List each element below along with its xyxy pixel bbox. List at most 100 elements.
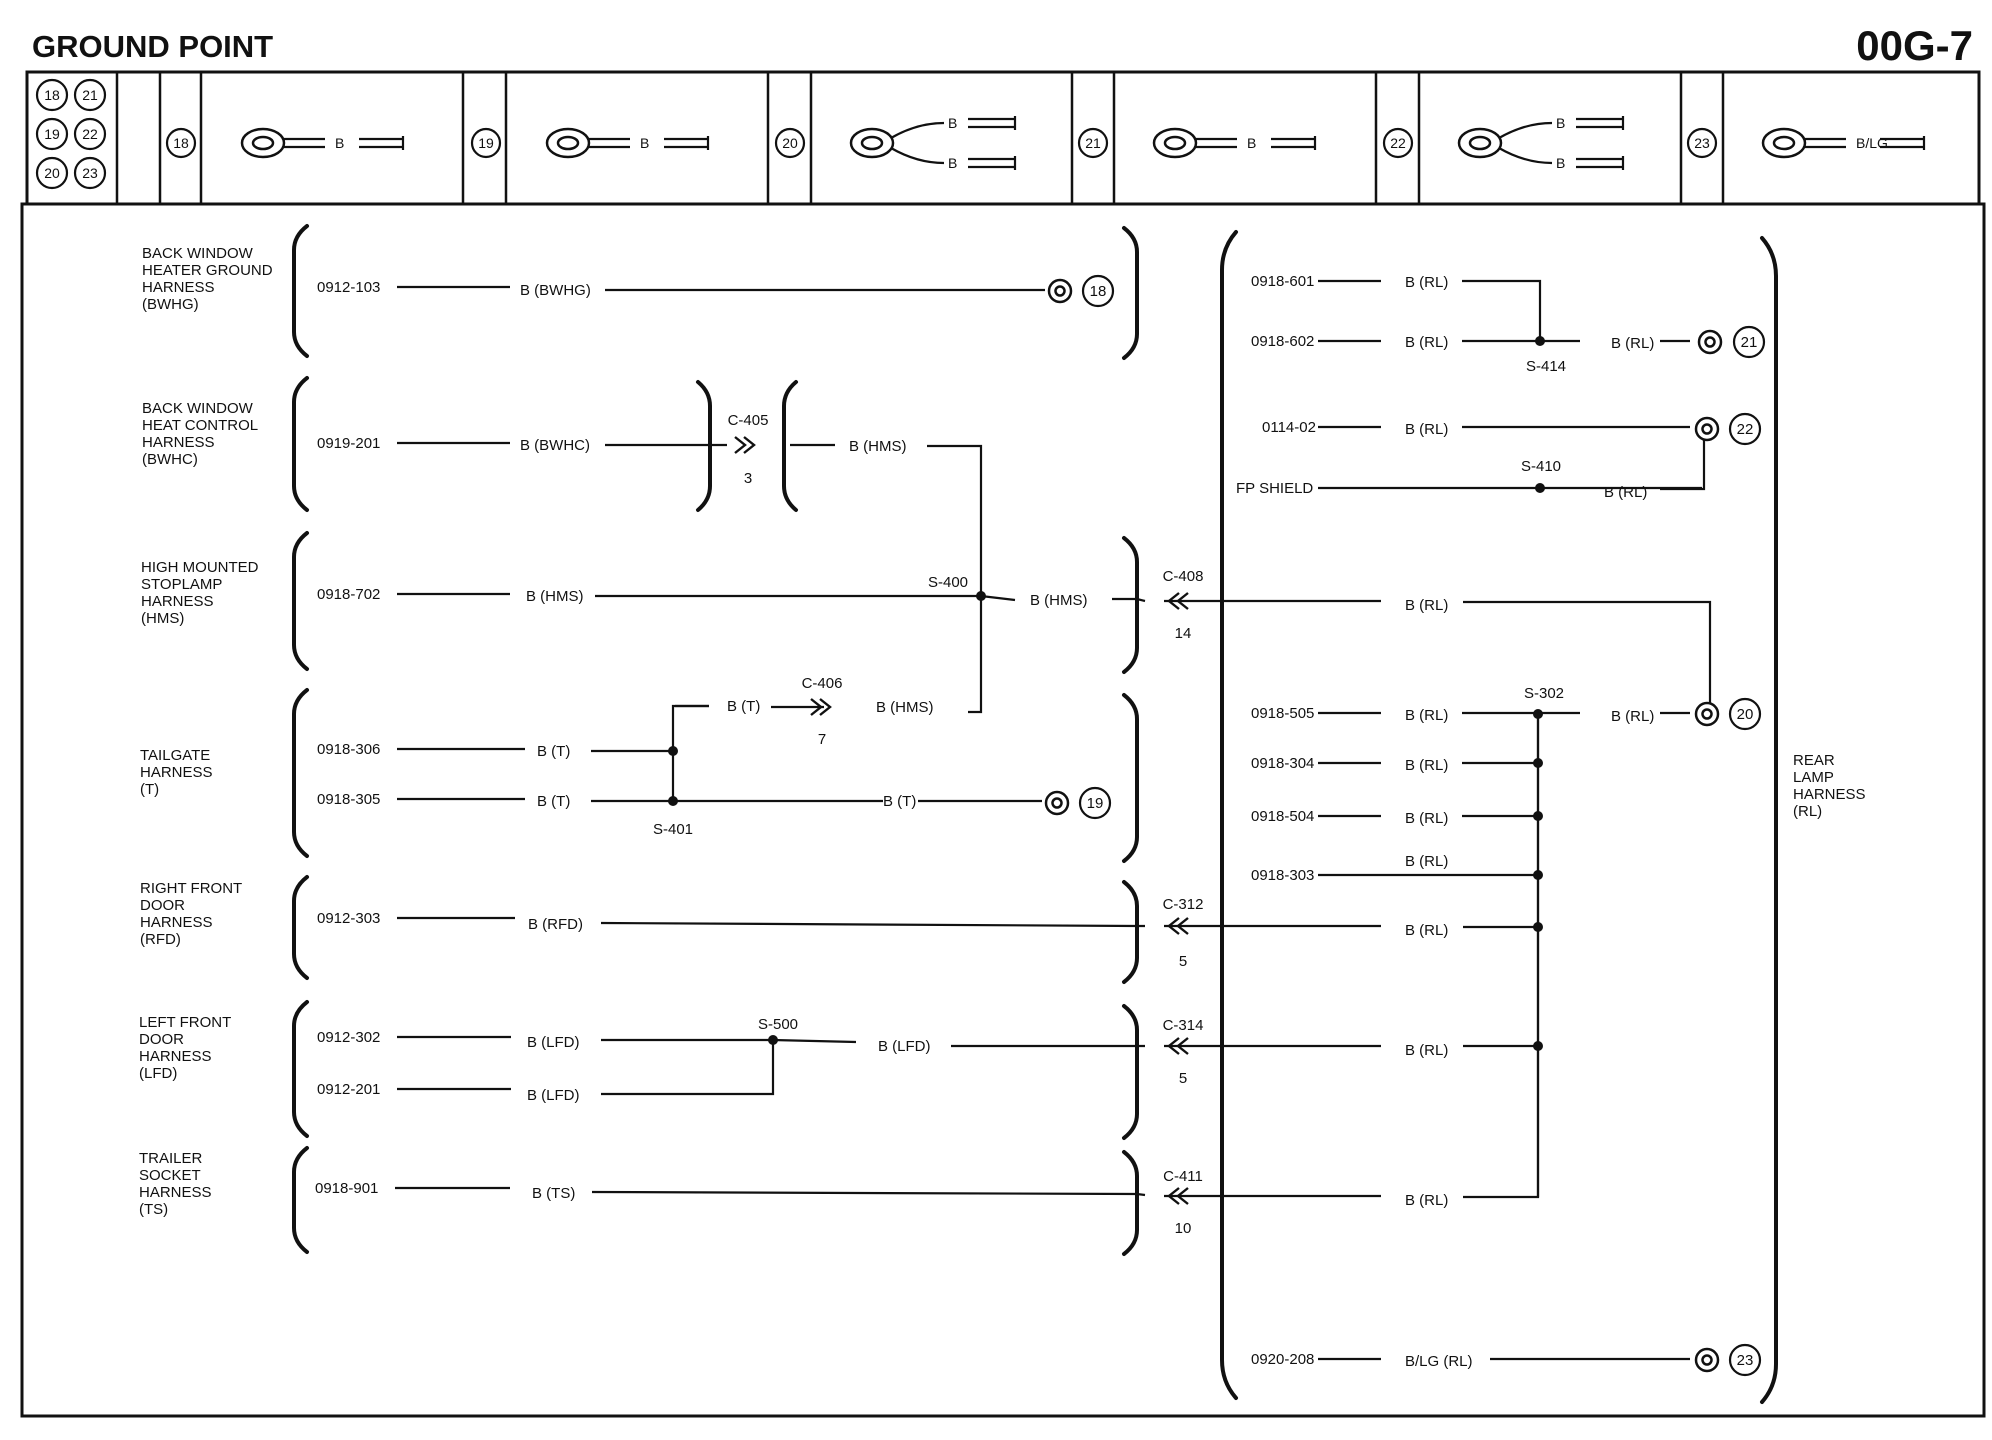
harness-names: BACK WINDOW HEATER GROUND HARNESS (BWHG)… — [139, 245, 1870, 1218]
harness-name-t: TAILGATE HARNESS (T) — [140, 747, 217, 798]
circuit-0918-602: 0918-602 — [1251, 333, 1314, 350]
circuit-0918-505: 0918-505 — [1251, 705, 1314, 722]
wire-label-lfd-302: B (LFD) — [527, 1034, 580, 1051]
circuit-0920-208: 0920-208 — [1251, 1351, 1314, 1368]
wire-label-bwhg: B (BWHG) — [520, 282, 591, 299]
legend-number: 18 — [173, 135, 189, 151]
wire-label-hms-s400: B (HMS) — [1030, 592, 1088, 609]
splice-dot-rl-763 — [1533, 758, 1543, 768]
key-number: 20 — [44, 165, 60, 181]
harness-name-ts: TRAILER SOCKET HARNESS (TS) — [139, 1150, 216, 1218]
splice-s302: S-302 — [1524, 685, 1564, 702]
callout-circle-19 — [1078, 786, 1112, 820]
splice-s401: S-401 — [653, 821, 693, 838]
wire-label-hms-c405: B (HMS) — [849, 438, 907, 455]
bracket-t-right — [1122, 693, 1139, 863]
wire-rl-upper — [1318, 279, 1706, 491]
connector-c312-name: C-312 — [1163, 896, 1204, 913]
c405-mark — [734, 436, 756, 454]
page-code: 00G-7 — [1856, 22, 1973, 69]
splice-dot-rl-927 — [1533, 922, 1543, 932]
legend-cell-19: 19 B — [470, 127, 710, 159]
bracket-t-left — [292, 688, 309, 858]
wire-label-lfd-201: B (LFD) — [527, 1087, 580, 1104]
circuit-fp-shield: FP SHIELD — [1236, 480, 1313, 497]
wire-0918-901 — [395, 714, 1540, 1199]
bracket-ts-left — [292, 1146, 309, 1254]
callout-circle-21 — [1732, 325, 1766, 359]
circuit-0918-504: 0918-504 — [1251, 808, 1314, 825]
ring-terminal-icon — [1457, 116, 1625, 170]
page-title: GROUND POINT — [32, 29, 273, 64]
harness-brackets — [292, 224, 1778, 1404]
circuit-0918-306: 0918-306 — [317, 741, 380, 758]
diagram-frame — [20, 202, 1986, 1418]
wire-label-t-305: B (T) — [537, 793, 570, 810]
splice-dot-rl-875 — [1533, 870, 1543, 880]
c411-mark — [1167, 1187, 1189, 1205]
bracket-bwhg-right — [1122, 226, 1139, 360]
circuit-0918-305: 0918-305 — [317, 791, 380, 808]
legend-number: 22 — [1390, 135, 1406, 151]
wire-label-rl-303: B (RL) — [1405, 853, 1448, 870]
harness-name-rl: REAR LAMP HARNESS (RL) — [1793, 752, 1870, 820]
key-callout-21: 21 — [73, 78, 107, 112]
ground-number-22: 22 — [1737, 421, 1754, 438]
ground-number-21: 21 — [1741, 334, 1758, 351]
circuit-0918-702: 0918-702 — [317, 586, 380, 603]
connector-marks — [734, 436, 1189, 1205]
callout-circle-18 — [1081, 274, 1115, 308]
bracket-rl-left — [1220, 230, 1238, 1400]
c406-mark — [810, 698, 832, 716]
circuit-0912-201: 0912-201 — [317, 1081, 380, 1098]
ring-terminal-icon — [1761, 127, 1926, 159]
legend-number: 20 — [782, 135, 798, 151]
wire-0912-303 — [397, 916, 1538, 929]
wire-label-rl-601: B (RL) — [1405, 274, 1448, 291]
ground-symbols — [1044, 278, 1723, 1373]
ground-number-20: 20 — [1737, 706, 1754, 723]
harness-name-lfd: LEFT FRONT DOOR HARNESS (LFD) — [139, 1014, 235, 1082]
wire-label-rl-0114: B (RL) — [1405, 421, 1448, 438]
legend-wire-label: B — [640, 135, 649, 151]
bracket-ts-right — [1122, 1150, 1139, 1256]
ground-number-18: 18 — [1090, 283, 1107, 300]
ring-terminal-icon — [545, 127, 710, 159]
c408-mark — [1167, 592, 1189, 610]
callout-circle-20 — [1728, 697, 1762, 731]
splice-points — [668, 336, 1545, 1051]
wire-label-rl-c312: B (RL) — [1405, 922, 1448, 939]
connector-c411-name: C-411 — [1163, 1168, 1203, 1185]
circuit-0918-601: 0918-601 — [1251, 273, 1314, 290]
wire-label-rfd: B (RFD) — [528, 916, 583, 933]
key-number: 23 — [82, 165, 98, 181]
connector-c406-name: C-406 — [802, 675, 843, 692]
splice-dot-s400 — [976, 591, 986, 601]
wire-label-rl-304: B (RL) — [1405, 757, 1448, 774]
wire-0919-201 — [397, 441, 727, 447]
c312-mark — [1167, 917, 1189, 935]
ground-symbol-22 — [1694, 416, 1720, 442]
legend-wire-label: B — [335, 135, 344, 151]
connector-c408-pin: 14 — [1175, 625, 1192, 642]
harness-name-bwhc: BACK WINDOW HEAT CONTROL HARNESS (BWHC) — [142, 400, 262, 468]
circuit-numbers: 0912-103 0919-201 0918-702 0918-306 0918… — [315, 273, 1316, 1368]
circuit-0918-901: 0918-901 — [315, 1180, 378, 1197]
wire-label-rl-c314: B (RL) — [1405, 1042, 1448, 1059]
legend-cell-18: 18 B — [165, 127, 405, 159]
legend-number: 19 — [478, 135, 494, 151]
wiring — [395, 279, 1712, 1361]
connector-c314-pin: 5 — [1179, 1070, 1187, 1087]
key-callout-23: 23 — [73, 156, 107, 190]
ground-callout-numbers: 18 19 20 21 22 23 — [1087, 283, 1758, 1369]
wire-label-blg-rl: B/LG (RL) — [1405, 1353, 1473, 1370]
key-callout-18: 18 — [35, 78, 69, 112]
bracket-rl-right — [1760, 236, 1778, 1404]
splice-dot-t — [668, 746, 678, 756]
key-callout-20: 20 — [35, 156, 69, 190]
ground-symbol-18 — [1047, 278, 1073, 304]
legend-wire-label: B — [1556, 115, 1565, 131]
circuit-0912-302: 0912-302 — [317, 1029, 380, 1046]
